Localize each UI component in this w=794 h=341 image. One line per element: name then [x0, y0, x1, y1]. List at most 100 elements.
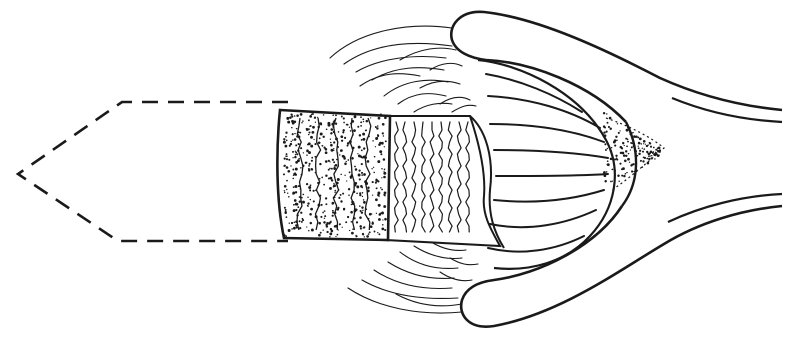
- tip-stipple-dot: [649, 142, 651, 144]
- stipple-dot: [301, 221, 303, 223]
- stipple-dot: [381, 189, 383, 191]
- stipple-dot: [297, 159, 300, 162]
- tip-stipple-dot: [615, 136, 617, 138]
- stipple-dot: [359, 194, 361, 196]
- tip-stipple-dot: [604, 134, 607, 137]
- stippled-cylinder-segment: [277, 110, 390, 240]
- stipple-dot: [346, 124, 348, 126]
- tip-stipple-dot: [646, 145, 648, 147]
- stipple-dot: [380, 153, 382, 155]
- stipple-dot: [306, 150, 308, 152]
- stipple-dot: [367, 160, 370, 163]
- stipple-dot: [306, 128, 309, 131]
- stipple-dot: [285, 235, 287, 237]
- stipple-dot: [294, 222, 296, 224]
- stipple-dot: [373, 172, 375, 174]
- stipple-dot: [330, 142, 332, 144]
- stipple-dot: [297, 206, 299, 208]
- stipple-dot: [377, 160, 380, 163]
- stipple-dot: [357, 126, 359, 128]
- stipple-dot: [288, 229, 291, 232]
- tip-stipple-dot: [643, 140, 646, 143]
- stipple-dot: [343, 209, 345, 211]
- stipple-dot: [362, 187, 363, 188]
- stipple-dot: [383, 158, 386, 161]
- tip-stipple-dot: [624, 145, 625, 146]
- stipple-dot: [358, 146, 361, 149]
- stipple-dot: [350, 211, 353, 214]
- stipple-dot: [361, 206, 363, 208]
- tip-stipple-dot: [604, 174, 607, 177]
- stipple-dot: [363, 173, 366, 176]
- stipple-dot: [325, 197, 327, 199]
- tip-stipple-dot: [630, 149, 631, 150]
- stipple-dot: [362, 210, 363, 211]
- stipple-dot: [364, 236, 365, 237]
- tip-stipple-dot: [638, 142, 641, 145]
- stipple-dot: [374, 231, 376, 233]
- stipple-dot: [286, 140, 288, 142]
- stipple-dot: [295, 209, 297, 211]
- stipple-dot: [360, 125, 362, 127]
- tip-stipple-dot: [631, 170, 633, 172]
- stipple-dot: [346, 180, 347, 181]
- tip-stipple-dot: [610, 158, 613, 161]
- stipple-dot: [345, 221, 347, 223]
- stipple-dot: [365, 129, 367, 131]
- stipple-dot: [384, 116, 387, 119]
- stipple-dot: [287, 170, 290, 173]
- tip-stipple-dot: [604, 180, 606, 182]
- stipple-dot: [313, 200, 315, 202]
- stipple-dot: [361, 150, 363, 152]
- stipple-dot: [381, 168, 383, 170]
- tip-stipple-dot: [646, 158, 648, 160]
- stipple-dot: [366, 235, 369, 238]
- stipple-dot: [330, 221, 331, 222]
- stipple-dot: [351, 157, 354, 160]
- stipple-dot: [310, 145, 313, 148]
- stipple-dot: [293, 209, 296, 212]
- stipple-dot: [363, 199, 365, 201]
- stipple-dot: [325, 174, 327, 176]
- tip-stipple-dot: [638, 146, 639, 147]
- stipple-dot: [293, 227, 296, 230]
- stipple-dot: [366, 120, 369, 123]
- tip-stipple-dot: [642, 151, 644, 153]
- stipple-dot: [290, 165, 291, 166]
- stipple-dot: [361, 172, 363, 174]
- tip-stipple-dot: [650, 155, 651, 156]
- stipple-dot: [330, 144, 333, 147]
- stipple-dot: [327, 122, 330, 125]
- stipple-dot: [341, 149, 342, 150]
- stipple-dot: [381, 177, 382, 178]
- stipple-dot: [283, 165, 285, 167]
- tip-stipple-dot: [607, 122, 609, 124]
- stipple-dot: [344, 163, 347, 166]
- stipple-dot: [357, 153, 358, 154]
- stipple-dot: [310, 136, 313, 139]
- stipple-dot: [338, 197, 340, 199]
- stipple-dot: [309, 190, 310, 191]
- stipple-dot: [293, 204, 295, 206]
- stipple-dot: [308, 151, 311, 154]
- stipple-dot: [285, 209, 287, 211]
- tip-stipple-dot: [626, 146, 627, 147]
- stipple-dot: [286, 117, 289, 120]
- stipple-dot: [296, 114, 299, 117]
- stipple-dot: [379, 142, 382, 145]
- stipple-dot: [382, 224, 384, 226]
- stipple-dot: [308, 119, 310, 121]
- tip-stipple-dot: [603, 125, 605, 127]
- stipple-dot: [333, 186, 334, 187]
- stipple-dot: [379, 213, 382, 216]
- stipple-dot: [363, 121, 364, 122]
- tip-stipple-dot: [609, 127, 611, 129]
- stipple-dot: [360, 228, 362, 230]
- stipple-dot: [310, 184, 312, 186]
- stipple-dot: [354, 116, 356, 118]
- tip-stipple-dot: [625, 150, 627, 152]
- stipple-dot: [332, 202, 335, 205]
- stipple-dot: [382, 132, 384, 134]
- stipple-dot: [308, 165, 310, 167]
